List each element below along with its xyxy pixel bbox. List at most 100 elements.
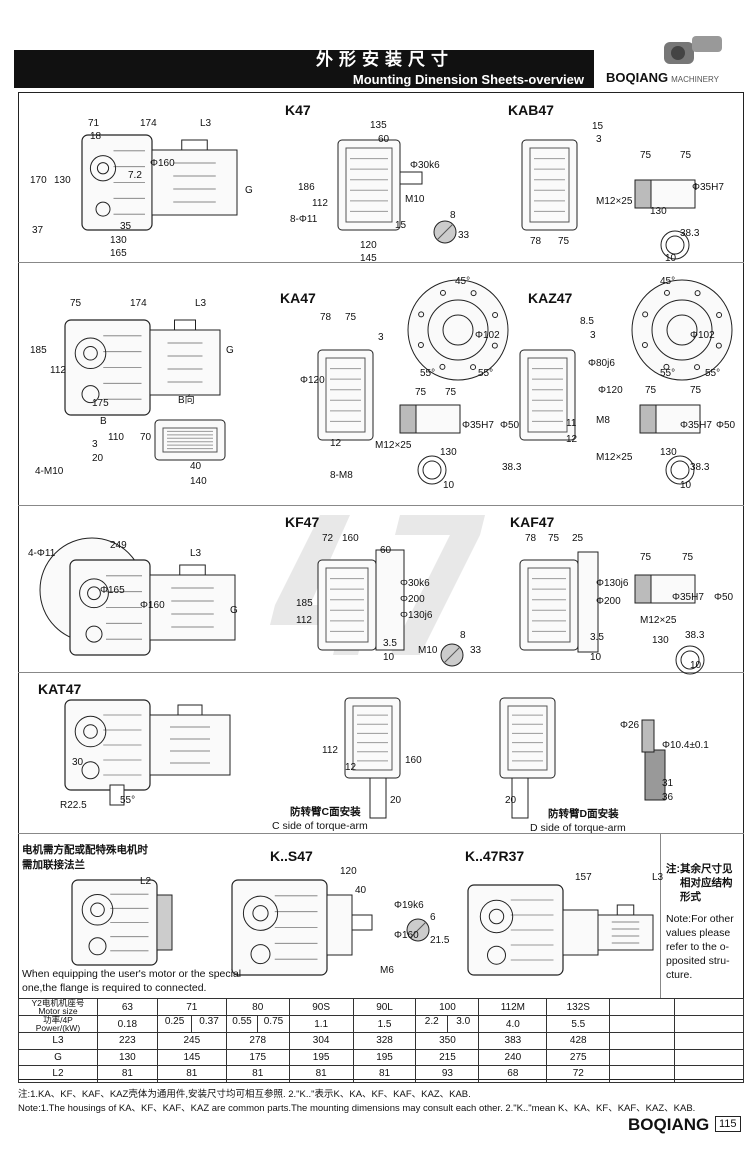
note-en: Note:1.The housings of KA、KF、KAF、KAZ are… [18,1103,696,1114]
dimension-label: Φ80j6 [588,358,615,369]
dimension-label: 75 [445,387,457,398]
shaft-bore [79,578,109,609]
shaft-bore [85,625,103,643]
drawing-line [162,427,218,453]
shaft-bore [88,937,107,956]
table-cell [674,1015,744,1033]
model-title-kaf47: KAF47 [510,514,555,530]
dimension-label: Φ19k6 [394,900,424,911]
table-cell [674,998,744,1016]
dimension-label: 75 [415,387,427,398]
output-flange [375,549,405,651]
dimension-label: 71 [88,118,100,129]
dimension-label: 40 [190,461,202,472]
dimension-label: 110 [108,432,124,443]
table-cell: 240 [478,1048,548,1066]
table-cell: 5.5 [546,1015,611,1033]
dimension-label: 130 [54,175,71,186]
dimension-label: 18 [90,131,102,142]
dimension-label: 75 [558,236,570,247]
shaft-bore [81,893,114,926]
side-note-en-line: values please [666,927,731,939]
table-cell: 90L [352,998,417,1016]
dimension-label: Φ26 [620,720,640,731]
dimension-label: 130 [110,235,127,246]
shaft-bore [81,385,100,404]
dimension-label: L3 [200,118,212,129]
dimension-label: 60 [380,545,392,556]
row-label: G [18,1048,98,1066]
torque-arm [369,777,387,819]
dimension-label: 4-M10 [35,466,64,477]
table-cell: 72 [546,1065,611,1083]
side-note-en-line: cture. [666,969,693,981]
shaft-bore [83,345,98,361]
title-cn: 外形安装尺寸 [316,50,454,69]
model-title-k47r37: K..47R37 [465,848,525,864]
drawing-line [634,574,652,604]
model-title-kf47: KF47 [285,514,320,530]
table-cell [609,1065,676,1083]
dimension-label: 120 [340,866,357,877]
row-label: L2 [18,1065,98,1083]
dimension-label: 38.3 [685,630,705,641]
bolt-hole [491,342,498,349]
dimension-label: 33 [458,230,470,241]
motor [149,714,231,776]
drawing-line [427,299,489,361]
dimension-label: 186 [298,182,315,193]
model-title-ks47: K..S47 [270,848,313,864]
terminal-box [177,704,203,716]
table-cell: 130 [96,1048,158,1066]
terminal-box [616,904,635,916]
dimension-label: 145 [360,253,377,264]
table-cell: 81 [96,1065,158,1083]
terminal-box [179,564,206,576]
table-cell [609,1015,676,1033]
dimension-label: L3 [195,298,207,309]
dimension-label: M12×25 [375,440,412,451]
dimension-label: Φ102 [690,330,715,341]
table-cell: 328 [352,1032,417,1050]
output-shaft [399,171,423,185]
dimension-label: 45° [660,276,676,287]
dimension-label: M10 [418,645,438,656]
dimension-label: 78 [320,312,332,323]
dimension-label: Φ35H7 [680,420,712,431]
divider [18,262,744,263]
model-title-kab47: KAB47 [508,102,554,118]
shaft-section [660,230,690,260]
gearbox-logo-icon [664,36,722,64]
bolt-hole [694,290,701,297]
side-note-cn-line: 注:其余尺寸见 [666,863,733,875]
table-cell: 278 [225,1032,290,1050]
table-cell: 63 [96,998,158,1016]
shaft-bore [242,895,279,931]
dimension-label: 3 [378,332,384,343]
dimension-label: M12×25 [596,196,633,207]
dimension-label: B向 [178,395,195,406]
dimension-label: 78 [530,236,542,247]
dimension-label: 130 [660,447,677,458]
drawing-line [325,567,369,643]
table-cell: 81 [352,1065,417,1083]
dimension-label: 8-M8 [330,470,353,481]
input-shaft [351,914,373,931]
drawing-line [665,235,685,255]
dimension-label: Φ200 [400,594,425,605]
dimension-label: Φ120 [598,385,623,396]
dimension-label: 38.3 [502,462,522,473]
housing-front [519,349,576,441]
shaft-bore [95,201,111,217]
bolt-hole [439,289,446,296]
drawing-line [641,719,655,753]
table-cell: 81 [156,1065,227,1083]
flange-note-cn-2: 需加联接法兰 [22,859,85,871]
dimension-label: R22.5 [60,800,87,811]
dimension-label: 75 [345,312,357,323]
dimension-label: 130 [650,206,667,217]
dimension-label: Φ130j6 [596,578,629,589]
